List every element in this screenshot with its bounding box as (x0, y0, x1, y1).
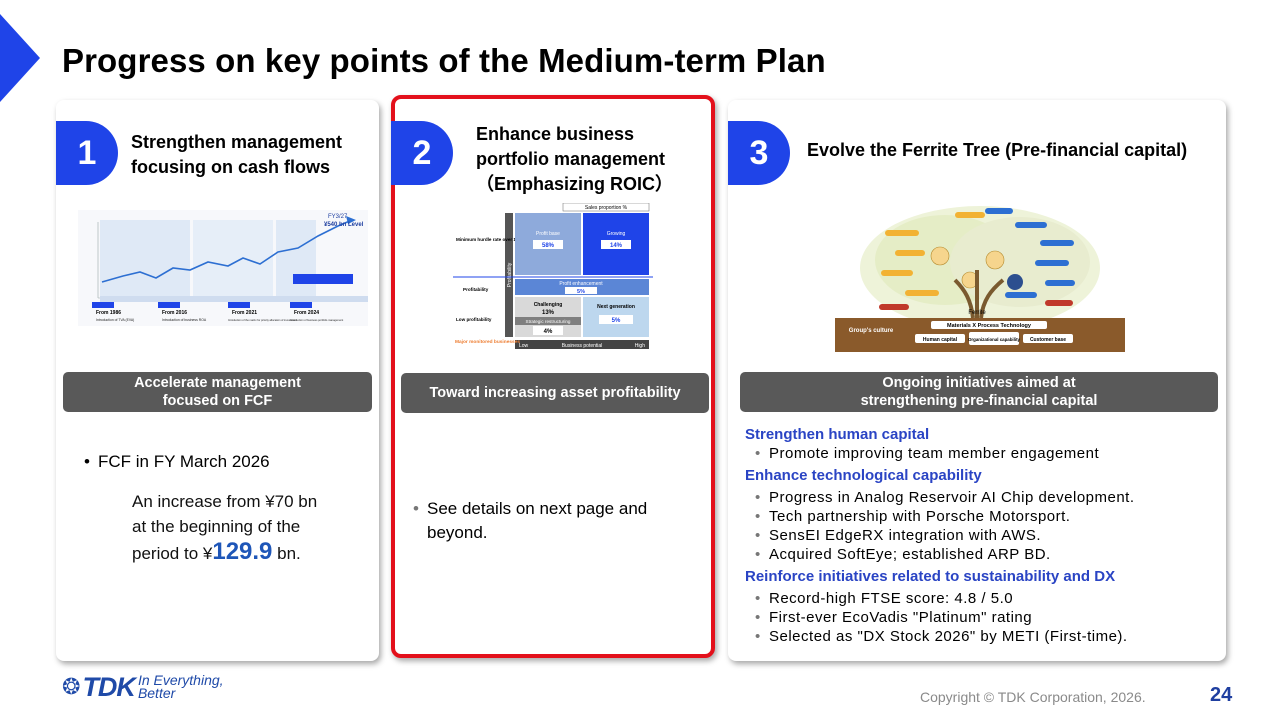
portfolio-matrix-figure: Sales proportion % Profitability Minimum… (453, 203, 653, 355)
milestone-2-label: From 2016 (162, 310, 187, 316)
row-label-3: Low profitability (456, 317, 492, 322)
panel-number-1: 1 (56, 121, 118, 185)
panel-number-3: 3 (728, 121, 790, 185)
panel-number-2: 2 (391, 121, 453, 185)
row-label-1: Minimum hurdle rate over 10% (456, 237, 523, 242)
list-item: •Promote improving team member engagemen… (755, 445, 1100, 462)
panel2-title: Enhance business portfolio management （E… (476, 124, 674, 194)
fcf-value: 129.9 (212, 538, 273, 565)
section-heading-tech: Enhance technological capability (745, 467, 982, 484)
initiatives-list: Strengthen human capital •Promote improv… (745, 425, 1135, 646)
list-item: •Record-high FTSE score: 4.8 / 5.0 (755, 590, 1014, 607)
panel-portfolio: 2 Enhance business portfolio management … (391, 95, 715, 658)
matrix-x-high: High (635, 343, 646, 349)
panel1-detail: An increase from ¥70 bn at the beginning… (132, 492, 318, 565)
matrix-y-axis: Profitability (507, 262, 513, 287)
panel2-bullet: •See details on next page and beyond. (413, 499, 648, 542)
matrix-legend: Major monitored businesses (455, 339, 520, 345)
cell-growing-name: Growing (607, 231, 626, 237)
list-item: •Progress in Analog Reservoir AI Chip de… (755, 489, 1135, 506)
cell-profit-base-name: Profit base (536, 231, 560, 237)
milestone-2-text: Introduction of business ROA (162, 318, 207, 322)
section-heading-human: Strengthen human capital (745, 426, 930, 443)
bullet-dot: • (413, 499, 419, 518)
roots-left-label: Group's culture (849, 328, 894, 334)
panel1-title: Strengthen management focusing on cash f… (131, 132, 343, 177)
list-item: •SensEI EdgeRX integration with AWS. (755, 527, 1042, 544)
list-item: •First-ever EcoVadis "Platinum" rating (755, 609, 1033, 626)
fcf-target-text: ¥540 bn Level (324, 222, 364, 228)
milestone-1-text: Introduction of TVA (EVA) (96, 318, 134, 322)
ferrite-tree-figure: Ferrite Materials X Process Technology G… (835, 200, 1125, 352)
roots-item-2: Organizational capability (968, 337, 1021, 342)
fcf-target-label: FY3/27 (328, 214, 348, 220)
cell-restructuring-name: Strategic restructuring (526, 319, 571, 324)
panel3-banner: Ongoing initiatives aimed at strengtheni… (740, 372, 1218, 412)
tdk-emblem-icon: ❂ (62, 674, 81, 699)
page-number: 24 (1210, 684, 1233, 706)
milestone-4-label: From 2024 (294, 310, 319, 316)
roots-item-3: Customer base (1030, 337, 1066, 343)
milestone-3-text: Introduction of the matrix for priority … (228, 318, 297, 322)
milestone-1-label: From 1986 (96, 310, 121, 316)
list-item: •Selected as "DX Stock 2026" by METI (Fi… (755, 628, 1128, 645)
cell-profit-base-value: 58% (542, 243, 555, 249)
corner-accent (0, 14, 40, 102)
cell-next-generation-value: 5% (612, 318, 621, 324)
milestone-3-label: From 2021 (232, 310, 257, 316)
roots-item-1: Human capital (923, 337, 958, 343)
tdk-logo: ❂ TDK In Everything, Better (62, 671, 224, 702)
panel1-bullet: •FCF in FY March 2026 (84, 452, 270, 471)
cell-challenging-value: 13% (542, 310, 555, 316)
matrix-x-low: Low (519, 343, 529, 349)
tree-trunk-label: Ferrite (968, 310, 986, 316)
roots-title: Materials X Process Technology (947, 323, 1032, 329)
panel3-title: Evolve the Ferrite Tree (Pre-financial c… (807, 140, 1188, 160)
cell-next-generation-name: Next generation (597, 304, 635, 310)
bullet-dot: • (84, 452, 90, 471)
panel-ferrite-tree: 3 Evolve the Ferrite Tree (Pre-financial… (728, 100, 1226, 661)
cell-profit-enhancement-value: 5% (577, 289, 585, 295)
cell-growing-value: 14% (610, 243, 623, 249)
copyright-text: Copyright © TDK Corporation, 2026. (920, 689, 1146, 705)
panel-cash-flows: 1 Strengthen management focusing on cash… (56, 100, 379, 661)
fcf-progress-figure: FY3/27 ¥540 bn Level From 1986 From 2016… (78, 210, 368, 326)
row-label-2: Profitability (463, 287, 489, 292)
section-heading-sustainability: Reinforce initiatives related to sustain… (745, 568, 1116, 585)
cell-restructuring-value: 4% (544, 329, 553, 335)
cell-challenging-name: Challenging (534, 302, 563, 308)
matrix-x-axis: Business potential (562, 343, 603, 349)
cell-profit-enhancement-name: Profit enhancement (559, 281, 603, 287)
slide-title: Progress on key points of the Medium-ter… (62, 42, 826, 79)
list-item: •Tech partnership with Porsche Motorspor… (755, 508, 1071, 525)
list-item: •Acquired SoftEye; established ARP BD. (755, 546, 1051, 563)
panel2-banner: Toward increasing asset profitability (401, 373, 709, 413)
panel1-banner: Accelerate management focused on FCF (63, 372, 372, 412)
milestone-4-text: Introduction of business portfolio manag… (290, 318, 343, 322)
matrix-sales-header: Sales proportion % (585, 205, 628, 211)
